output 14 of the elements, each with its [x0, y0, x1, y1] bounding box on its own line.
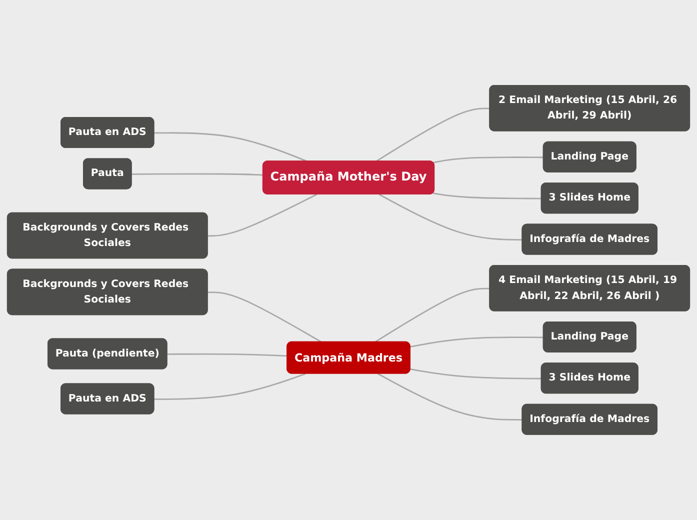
connector	[375, 108, 490, 162]
connector	[374, 288, 490, 343]
connector	[208, 292, 322, 343]
connector	[132, 173, 264, 176]
connector	[410, 368, 542, 380]
connector	[154, 132, 308, 162]
connector	[167, 353, 288, 357]
connector	[378, 373, 523, 421]
connector	[378, 194, 523, 241]
connector	[432, 192, 542, 200]
connector	[208, 194, 318, 237]
connector	[410, 336, 544, 348]
connector	[432, 156, 544, 164]
connector	[154, 373, 306, 400]
